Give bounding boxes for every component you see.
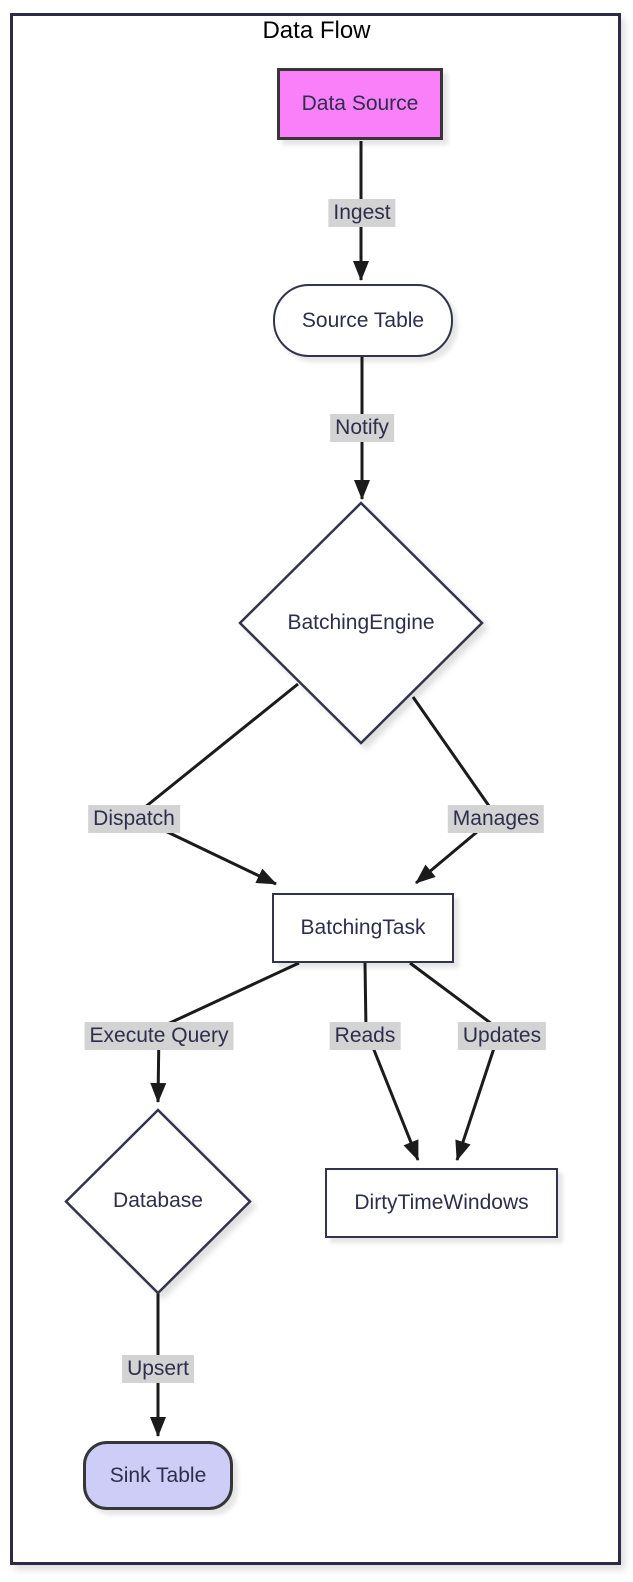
edge-label-upsert: Upsert xyxy=(122,1355,194,1383)
edge-label-execute-query: Execute Query xyxy=(84,1022,234,1050)
edge-label-ingest: Ingest xyxy=(328,199,396,227)
node-dirty-time-windows: DirtyTimeWindows xyxy=(325,1168,558,1238)
node-sink-table: Sink Table xyxy=(83,1441,233,1510)
edge-reads-line xyxy=(363,962,420,1161)
edge-label-updates: Updates xyxy=(457,1022,547,1050)
edge-updates-line xyxy=(409,961,502,1161)
node-batching-task: BatchingTask xyxy=(272,893,454,963)
node-dirty-time-windows-label: DirtyTimeWindows xyxy=(354,1191,529,1214)
node-database-label: Database xyxy=(113,1189,203,1212)
node-sink-table-label: Sink Table xyxy=(109,1463,207,1487)
edge-label-notify: Notify xyxy=(330,414,394,442)
edge-manages-line xyxy=(411,696,499,885)
node-source-table-label: Source Table xyxy=(301,308,425,332)
edge-label-manages: Manages xyxy=(447,805,545,833)
edge-dispatch-line xyxy=(131,682,299,886)
node-batching-engine: BatchingEngine xyxy=(241,603,481,643)
diagram-title: Data Flow xyxy=(262,17,371,44)
node-batching-task-label: BatchingTask xyxy=(300,916,426,939)
node-database-shape xyxy=(64,1108,252,1295)
node-batching-engine-shape xyxy=(238,501,484,745)
node-data-source: Data Source xyxy=(277,68,443,140)
node-data-source-label: Data Source xyxy=(301,92,419,115)
diagram-frame xyxy=(10,13,621,1565)
node-database: Database xyxy=(68,1181,248,1221)
node-batching-engine-label: BatchingEngine xyxy=(287,611,435,634)
edge-label-reads: Reads xyxy=(329,1022,401,1050)
edge-label-dispatch: Dispatch xyxy=(88,805,180,833)
node-source-table: Source Table xyxy=(273,284,453,357)
